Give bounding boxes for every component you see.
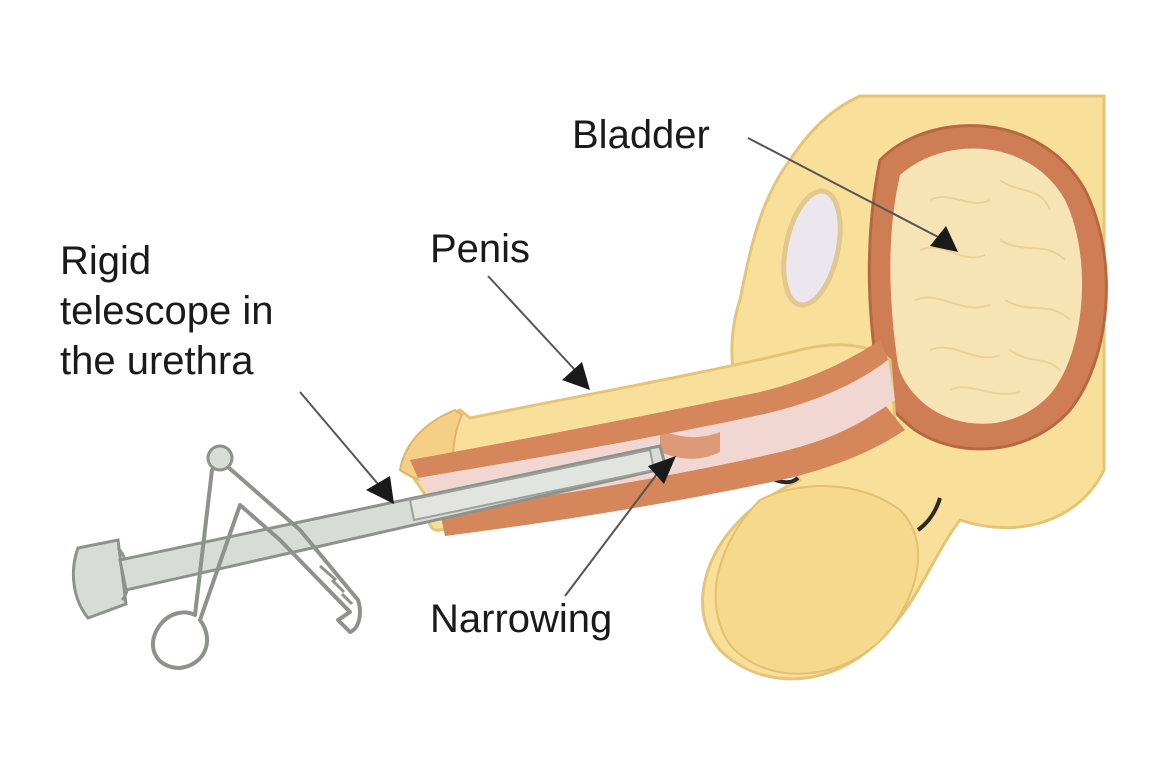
bladder-interior xyxy=(890,148,1083,424)
scrotum xyxy=(714,485,920,675)
handle-frame xyxy=(150,458,362,670)
pointer-telescope xyxy=(299,391,394,504)
label-telescope-line-3: the urethra xyxy=(60,339,254,383)
rigid-telescope xyxy=(71,444,668,670)
bladder-texture xyxy=(914,179,1071,395)
arrowhead-telescope xyxy=(366,476,394,504)
label-telescope-line-2: telescope in xyxy=(60,289,274,333)
label-telescope-line-1: Rigid xyxy=(60,239,152,283)
label-penis: Penis xyxy=(430,227,531,271)
urethra-upper-wall xyxy=(410,340,888,478)
eyepiece xyxy=(71,538,128,620)
label-bladder: Bladder xyxy=(572,113,710,157)
urethral-narrowing xyxy=(660,430,720,459)
pointer-bladder xyxy=(747,137,958,252)
arrowhead-narrowing xyxy=(648,456,676,484)
arrowhead-penis xyxy=(562,362,590,390)
arrowhead-bladder xyxy=(930,226,958,252)
pointer-penis xyxy=(487,275,590,390)
skin-shadow-right xyxy=(916,497,942,532)
pointer-narrowing xyxy=(564,456,676,597)
pubic-bone xyxy=(781,188,843,308)
label-narrowing: Narrowing xyxy=(430,597,613,641)
label-rigid-telescope: Rigid telescope in the urethra xyxy=(60,236,273,386)
handle-pivot xyxy=(206,444,234,472)
urethra-lower-wall xyxy=(440,405,905,536)
